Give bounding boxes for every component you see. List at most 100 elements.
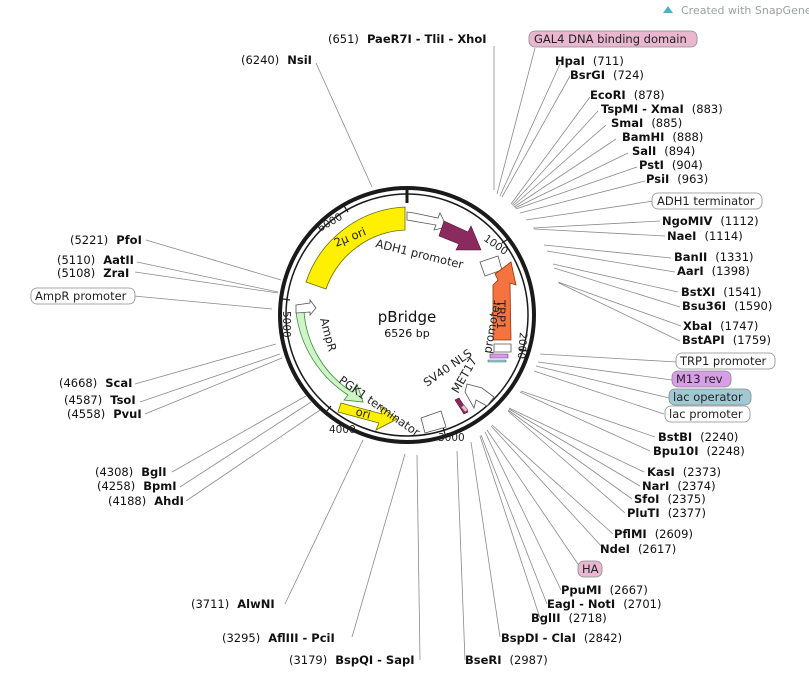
tick-mark-2000: [518, 348, 528, 352]
leader-ha: [486, 429, 583, 571]
site-bgli: (4308)BglI: [95, 465, 166, 479]
feature-adh1-promoter: [406, 211, 448, 231]
leader-xbai: [557, 281, 682, 327]
ha-box: [577, 560, 603, 578]
site-ndei: NdeI(2617): [600, 542, 676, 556]
site-pvui: (4558)PvuI: [67, 407, 142, 421]
leader-ecori: [510, 96, 591, 205]
feature-ha: [460, 404, 469, 413]
site-pluti: PluTI(2377): [627, 506, 706, 520]
site-tsoi: (4587)TsoI: [64, 393, 136, 407]
site-bsrgi: BsrGI(724): [570, 68, 644, 82]
site-ppumi: PpuMI(2667): [561, 583, 648, 597]
site-nsii: (6240) NsiI: [241, 53, 312, 67]
site-tspmi: TspMI - XmaI(883): [601, 102, 723, 116]
leader-zrai: [134, 271, 279, 294]
feature-m13: [489, 353, 509, 359]
site-ecori: EcoRI(878): [590, 88, 665, 102]
site-hpai: HpaI(711): [555, 54, 624, 68]
leader-kasi: [508, 407, 645, 473]
leader-naei: [533, 228, 666, 237]
leader-smai: [512, 124, 607, 207]
label-trp1-promoter: TRP1 promoter: [679, 354, 767, 368]
ampr-promoter-box: [30, 287, 136, 305]
feature-trp1-promoter-block: [493, 343, 512, 353]
leader-eagi: [480, 434, 548, 605]
leader-psii: [519, 180, 646, 214]
label-ampr: AmpR: [317, 316, 339, 353]
leader-pflmi: [491, 424, 614, 535]
tick-mark-1000: [501, 238, 509, 244]
label-ampr-promoter: AmpR promoter: [35, 289, 127, 303]
leader-aatii: [136, 261, 279, 293]
label-adh1-promoter: ADH1 promoter: [374, 236, 465, 271]
feature-trp1: [492, 261, 517, 341]
label-trp1: TRP1: [494, 299, 508, 329]
site-bpmi: (4258)BpmI: [97, 479, 177, 493]
site-nsii-name: NsiI: [287, 53, 312, 67]
leader-gal4: [496, 47, 536, 195]
label-gal4: GAL4 DNA binding domain: [534, 32, 687, 46]
leader-psti: [515, 166, 638, 210]
tick-mark-5000: [282, 298, 291, 301]
right-site-labels: HpaI(711) BsrGI(724) EcoRI(878) TspMI - …: [465, 54, 772, 667]
leader-tsoi: [139, 353, 281, 403]
leader-bstapi: [558, 282, 681, 342]
site-sfoi: SfoI(2375): [634, 492, 706, 506]
tick-4000: 4000: [329, 424, 356, 436]
tick-5000: 5000: [280, 311, 292, 338]
site-leader-lines: [133, 46, 682, 661]
leader-bpu10i: [519, 391, 651, 452]
leader-amprp: [133, 295, 273, 310]
boxed-feature-labels: GAL4 DNA binding domain ADH1 terminator …: [30, 30, 776, 578]
site-alwni: (3711)AlwNI: [191, 597, 275, 611]
site-smai: SmaI(885): [611, 116, 682, 130]
gal4-box: [528, 30, 698, 48]
leader-trp1p: [539, 353, 678, 363]
site-naei: NaeI(1114): [667, 229, 743, 243]
feature-white-box-bottom: [420, 410, 447, 434]
leader-bsrgi: [501, 75, 571, 198]
site-bamhi: BamHI(888): [622, 130, 703, 144]
lac-operator-box: [668, 388, 752, 406]
site-afliii: (3295)AflIII - PciI: [222, 631, 335, 645]
site-bstxi: BstXI(1541): [681, 285, 762, 299]
leader-ppumi: [484, 431, 562, 591]
site-nsii-pos: (6240): [241, 53, 279, 67]
leader-afliii: [351, 453, 406, 638]
m13-box: [671, 370, 732, 388]
leader-aari: [546, 250, 676, 273]
plasmid-name: pBridge: [378, 308, 436, 326]
site-kasi: KasI(2373): [647, 465, 721, 479]
site-pfoi: (5221)PfoI: [70, 233, 142, 247]
site-pflmi: PflMI(2609): [614, 527, 693, 541]
feature-adh1-dark: [438, 220, 482, 251]
leader-sfoi: [507, 409, 633, 500]
leader-pluti: [507, 410, 626, 514]
leader-ngomiv: [532, 220, 661, 229]
leader-adh1t: [525, 200, 655, 221]
feature-ampr: [295, 311, 364, 403]
leader-nari: [508, 408, 641, 487]
site-paer7i-pos: (651): [328, 32, 359, 46]
label-lac-promoter: lac promoter: [669, 407, 743, 421]
backbone: [278, 186, 536, 444]
tick-mark-6000: [343, 205, 349, 213]
leader-bglii: [479, 435, 541, 619]
site-bsu36i: Bsu36I(1590): [682, 299, 772, 313]
site-bspdi: BspDI - ClaI(2842): [501, 631, 622, 645]
leader-sali: [514, 152, 629, 209]
leader-bpmi: [179, 401, 312, 488]
label-ha: HA: [582, 562, 599, 576]
site-paer7i-name: PaeR7I - TliI - XhoI: [367, 32, 487, 46]
leader-bspqi: [416, 454, 421, 661]
position-ticks: [282, 205, 528, 435]
label-ori: ori: [354, 404, 372, 421]
leader-bgli: [171, 395, 307, 473]
leader-banii: [543, 244, 672, 259]
site-sali: SalI(894): [632, 144, 695, 158]
tick-mark-4000: [325, 405, 332, 413]
label-adh1-terminator: ADH1 terminator: [657, 194, 755, 208]
plasmid-length: 6526 bp: [384, 327, 429, 340]
